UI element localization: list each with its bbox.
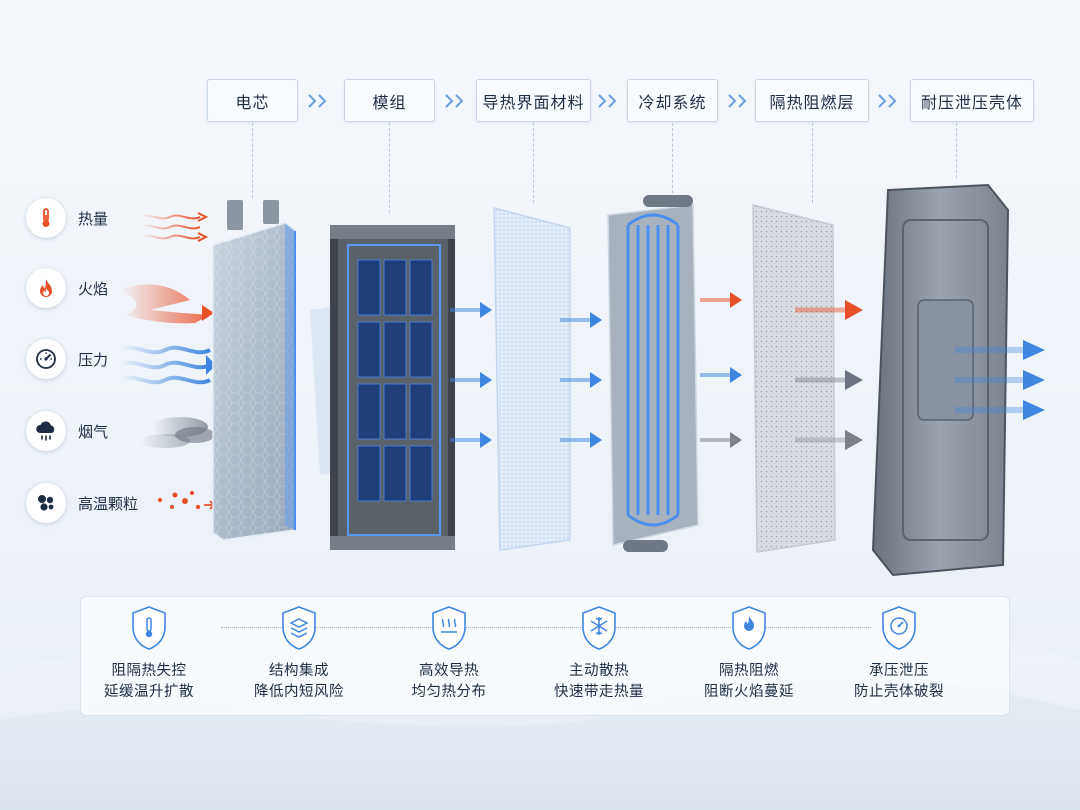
feature-title: 结构集成 — [224, 661, 374, 682]
feature-title: 高效导热 — [374, 661, 524, 682]
stage-label-insulation: 隔热阻燃层 — [755, 79, 869, 122]
features-panel: 阻隔热失控 延缓温升扩散 结构集成 降低内短风险 高效导热 均匀热分布 主动散热… — [80, 596, 1010, 716]
feature-conduction: 高效导热 均匀热分布 — [374, 605, 524, 703]
feature-subtitle: 延缓温升扩散 — [74, 682, 224, 703]
hazard-heat: 热量 — [26, 198, 108, 238]
stage-label-cooling: 冷却系统 — [627, 79, 718, 122]
battery-module — [310, 210, 465, 550]
guide-line — [252, 123, 253, 198]
pressure-stream — [120, 348, 210, 383]
flame-stream — [120, 284, 214, 323]
flame-icon — [26, 268, 66, 308]
feature-title: 承压泄压 — [824, 661, 974, 682]
shield-gauge-icon — [879, 605, 919, 651]
flow-arrows-mixed — [700, 280, 750, 460]
hazard-label: 烟气 — [78, 421, 108, 442]
feature-title: 隔热阻燃 — [674, 661, 824, 682]
guide-line — [812, 123, 813, 203]
chevron-right-icon — [307, 92, 333, 110]
shield-snowflake-icon — [579, 605, 619, 651]
flow-arrows-to-housing — [795, 280, 875, 460]
cooling-plate — [603, 195, 703, 555]
shield-flame-icon — [729, 605, 769, 651]
heat-stream — [140, 216, 200, 239]
feature-cooling: 主动散热 快速带走热量 — [524, 605, 674, 703]
feature-fire-barrier: 隔热阻燃 阻断火焰蔓延 — [674, 605, 824, 703]
feature-thermal-runaway: 阻隔热失控 延缓温升扩散 — [74, 605, 224, 703]
guide-line — [672, 123, 673, 193]
hazard-pressure: 压力 — [26, 339, 108, 379]
hazard-label: 热量 — [78, 208, 108, 229]
shield-heat-waves-icon — [429, 605, 469, 651]
feature-subtitle: 降低内短风险 — [224, 682, 374, 703]
guide-line — [533, 123, 534, 203]
feature-pressure-relief: 承压泄压 防止壳体破裂 — [824, 605, 974, 703]
chevron-right-icon — [727, 92, 753, 110]
thermometer-icon — [26, 198, 66, 238]
smoke-stream — [140, 417, 215, 448]
hazard-flame: 火焰 — [26, 268, 108, 308]
guide-line — [389, 123, 390, 213]
feature-title: 阻隔热失控 — [74, 661, 224, 682]
smoke-cloud-icon — [26, 411, 66, 451]
particles-icon — [26, 483, 66, 523]
hazard-label: 火焰 — [78, 278, 108, 299]
feature-subtitle: 防止壳体破裂 — [824, 682, 974, 703]
stage-label-thermal-interface: 导热界面材料 — [476, 79, 591, 122]
chevron-right-icon — [444, 92, 470, 110]
pressure-gauge-icon — [26, 339, 66, 379]
stage-label-housing: 耐压泄压壳体 — [910, 79, 1034, 122]
feature-subtitle: 阻断火焰蔓延 — [674, 682, 824, 703]
hazard-label: 压力 — [78, 349, 108, 370]
hazard-smoke: 烟气 — [26, 411, 108, 451]
feature-structure: 结构集成 降低内短风险 — [224, 605, 374, 703]
stage-label-module: 模组 — [344, 79, 435, 122]
feature-subtitle: 均匀热分布 — [374, 682, 524, 703]
chevron-right-icon — [597, 92, 623, 110]
exhaust-arrows — [955, 330, 1055, 430]
shield-layers-icon — [279, 605, 319, 651]
stage-label-cell: 电芯 — [207, 79, 298, 122]
chevron-right-icon — [877, 92, 903, 110]
feature-title: 主动散热 — [524, 661, 674, 682]
shield-thermometer-icon — [129, 605, 169, 651]
guide-line — [956, 123, 957, 178]
feature-subtitle: 快速带走热量 — [524, 682, 674, 703]
battery-cell — [205, 195, 310, 545]
